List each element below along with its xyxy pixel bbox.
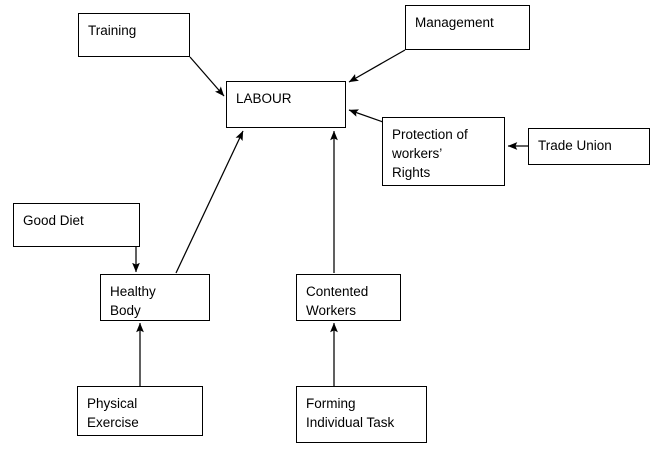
- node-labour[interactable]: LABOUR: [226, 81, 346, 128]
- edge-healthy-to-labour: [175, 130, 244, 274]
- node-gooddiet[interactable]: Good Diet: [13, 203, 140, 247]
- node-management[interactable]: Management: [405, 5, 530, 50]
- edge-management-to-labour: [348, 49, 406, 83]
- edge-protection-to-labour: [348, 109, 384, 123]
- node-tradeunion[interactable]: Trade Union: [528, 128, 650, 165]
- node-healthy[interactable]: Healthy Body: [100, 274, 210, 321]
- node-contented[interactable]: Contented Workers: [296, 274, 401, 321]
- node-forming[interactable]: Forming Individual Task: [296, 386, 427, 443]
- edge-training-to-labour: [189, 56, 225, 97]
- node-training[interactable]: Training: [78, 13, 190, 57]
- node-physical[interactable]: Physical Exercise: [77, 386, 203, 436]
- node-protection[interactable]: Protection of workers’ Rights: [382, 117, 505, 186]
